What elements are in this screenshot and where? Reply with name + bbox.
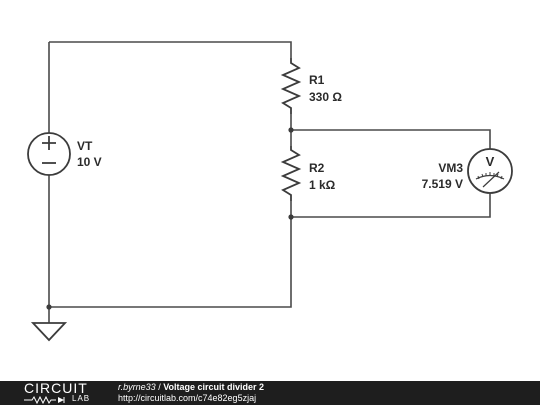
resistor-logo-icon xyxy=(24,396,65,404)
circuit-url-link[interactable]: http://circuitlab.com/c74e82eg5zjaj xyxy=(118,393,257,403)
source-name-label: VT xyxy=(77,139,93,153)
meter-name-label: VM3 xyxy=(438,161,463,175)
r2-value-label: 1 kΩ xyxy=(309,178,336,192)
ground-symbol xyxy=(30,322,68,342)
r1-value-label: 330 Ω xyxy=(309,90,342,104)
author-link[interactable]: r.byrne33 xyxy=(118,382,156,392)
circuit-meta-line: r.byrne33 / Voltage circuit divider 2 xyxy=(118,382,264,392)
junction-node-ground xyxy=(46,304,52,310)
circuitlab-logo-subtext: LAB xyxy=(72,394,91,403)
r2-name-label: R2 xyxy=(309,161,325,175)
voltmeter-glyph: V xyxy=(486,154,495,169)
wire-meter-top xyxy=(291,129,491,149)
meta-separator: / xyxy=(155,382,164,392)
wire-top xyxy=(49,41,292,58)
wire-meter-bottom xyxy=(291,193,491,218)
voltmeter-vm3-symbol: V xyxy=(467,148,513,194)
source-value-label: 10 V xyxy=(77,155,102,169)
circuit-title[interactable]: Voltage circuit divider 2 xyxy=(163,382,265,392)
wire-bottom xyxy=(49,201,292,308)
footer-bar: CIRCUIT LAB r.byrne33 / Voltage circuit … xyxy=(0,381,540,405)
circuit-schematic: V VT 10 V R1 330 Ω R2 1 kΩ VM3 7.519 V xyxy=(27,41,513,342)
junction-node-bottom xyxy=(288,214,294,220)
circuitlab-logo-text: CIRCUIT xyxy=(24,380,88,396)
r1-name-label: R1 xyxy=(309,73,325,87)
resistor-r1-symbol xyxy=(280,58,302,114)
resistor-r2-symbol xyxy=(280,146,302,201)
meter-value-label: 7.519 V xyxy=(422,177,463,191)
junction-node-mid xyxy=(288,127,294,133)
voltage-source-vt-symbol xyxy=(27,132,71,176)
